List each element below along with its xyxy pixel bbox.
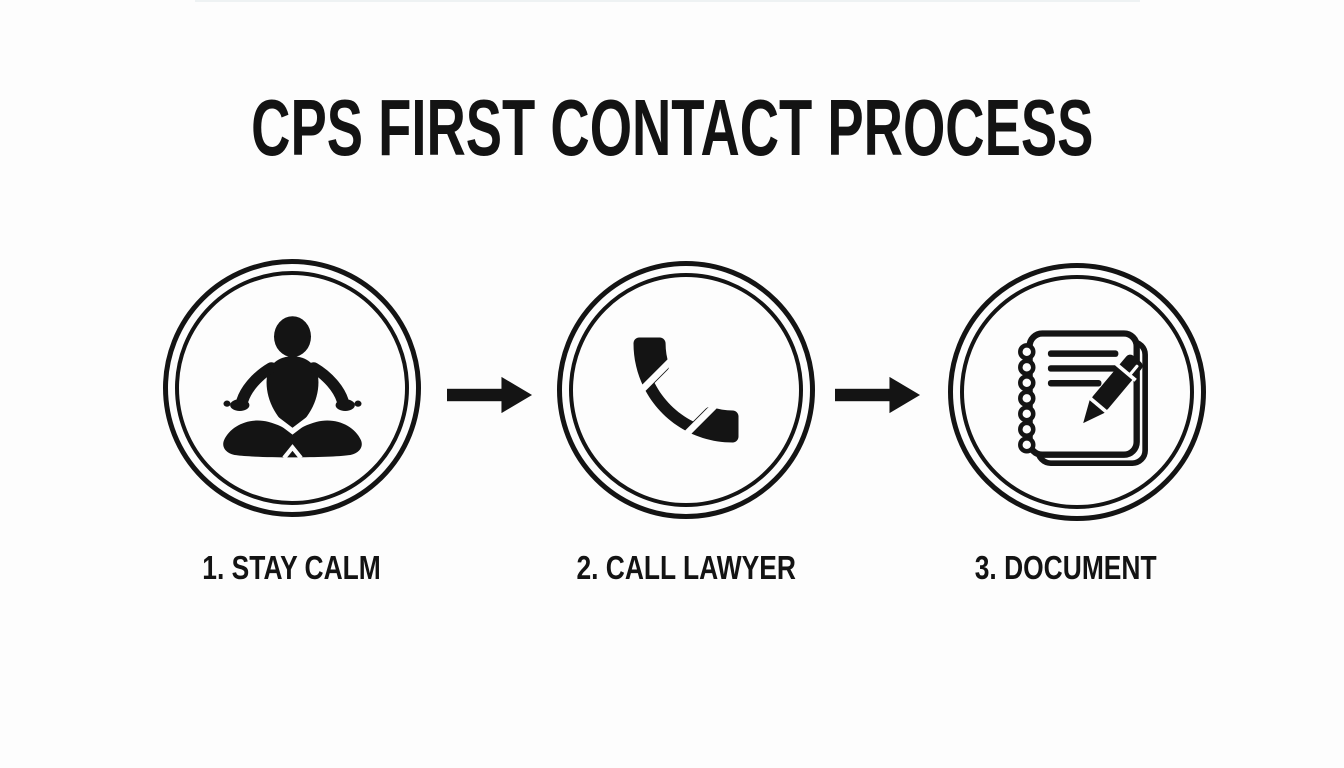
arrow-right-icon (835, 376, 921, 414)
step2-label-text: 2. CALL LAWYER (576, 549, 796, 586)
meditation-icon (222, 316, 362, 459)
page-title-text: CPS FIRST CONTACT PROCESS (250, 83, 1094, 172)
step3-circle-inner (960, 275, 1194, 509)
step3-circle (948, 263, 1206, 521)
step1-circle (163, 259, 421, 517)
step3-label-text: 3. DOCUMENT (975, 549, 1157, 586)
step1-label: 1. STAY CALM (122, 550, 462, 586)
step2-circle (557, 261, 815, 519)
phone-handset-icon (632, 336, 740, 444)
page-title: CPS FIRST CONTACT PROCESS (0, 88, 1344, 168)
step3-label: 3. DOCUMENT (896, 550, 1236, 586)
step2-label: 2. CALL LAWYER (516, 550, 856, 586)
step2-circle-inner (569, 273, 803, 507)
step1-circle-inner (175, 271, 409, 505)
notebook-pen-icon (1017, 329, 1148, 466)
arrow-right-icon (447, 376, 533, 414)
top-edge-artifact (195, 0, 1140, 2)
step1-label-text: 1. STAY CALM (202, 549, 382, 586)
